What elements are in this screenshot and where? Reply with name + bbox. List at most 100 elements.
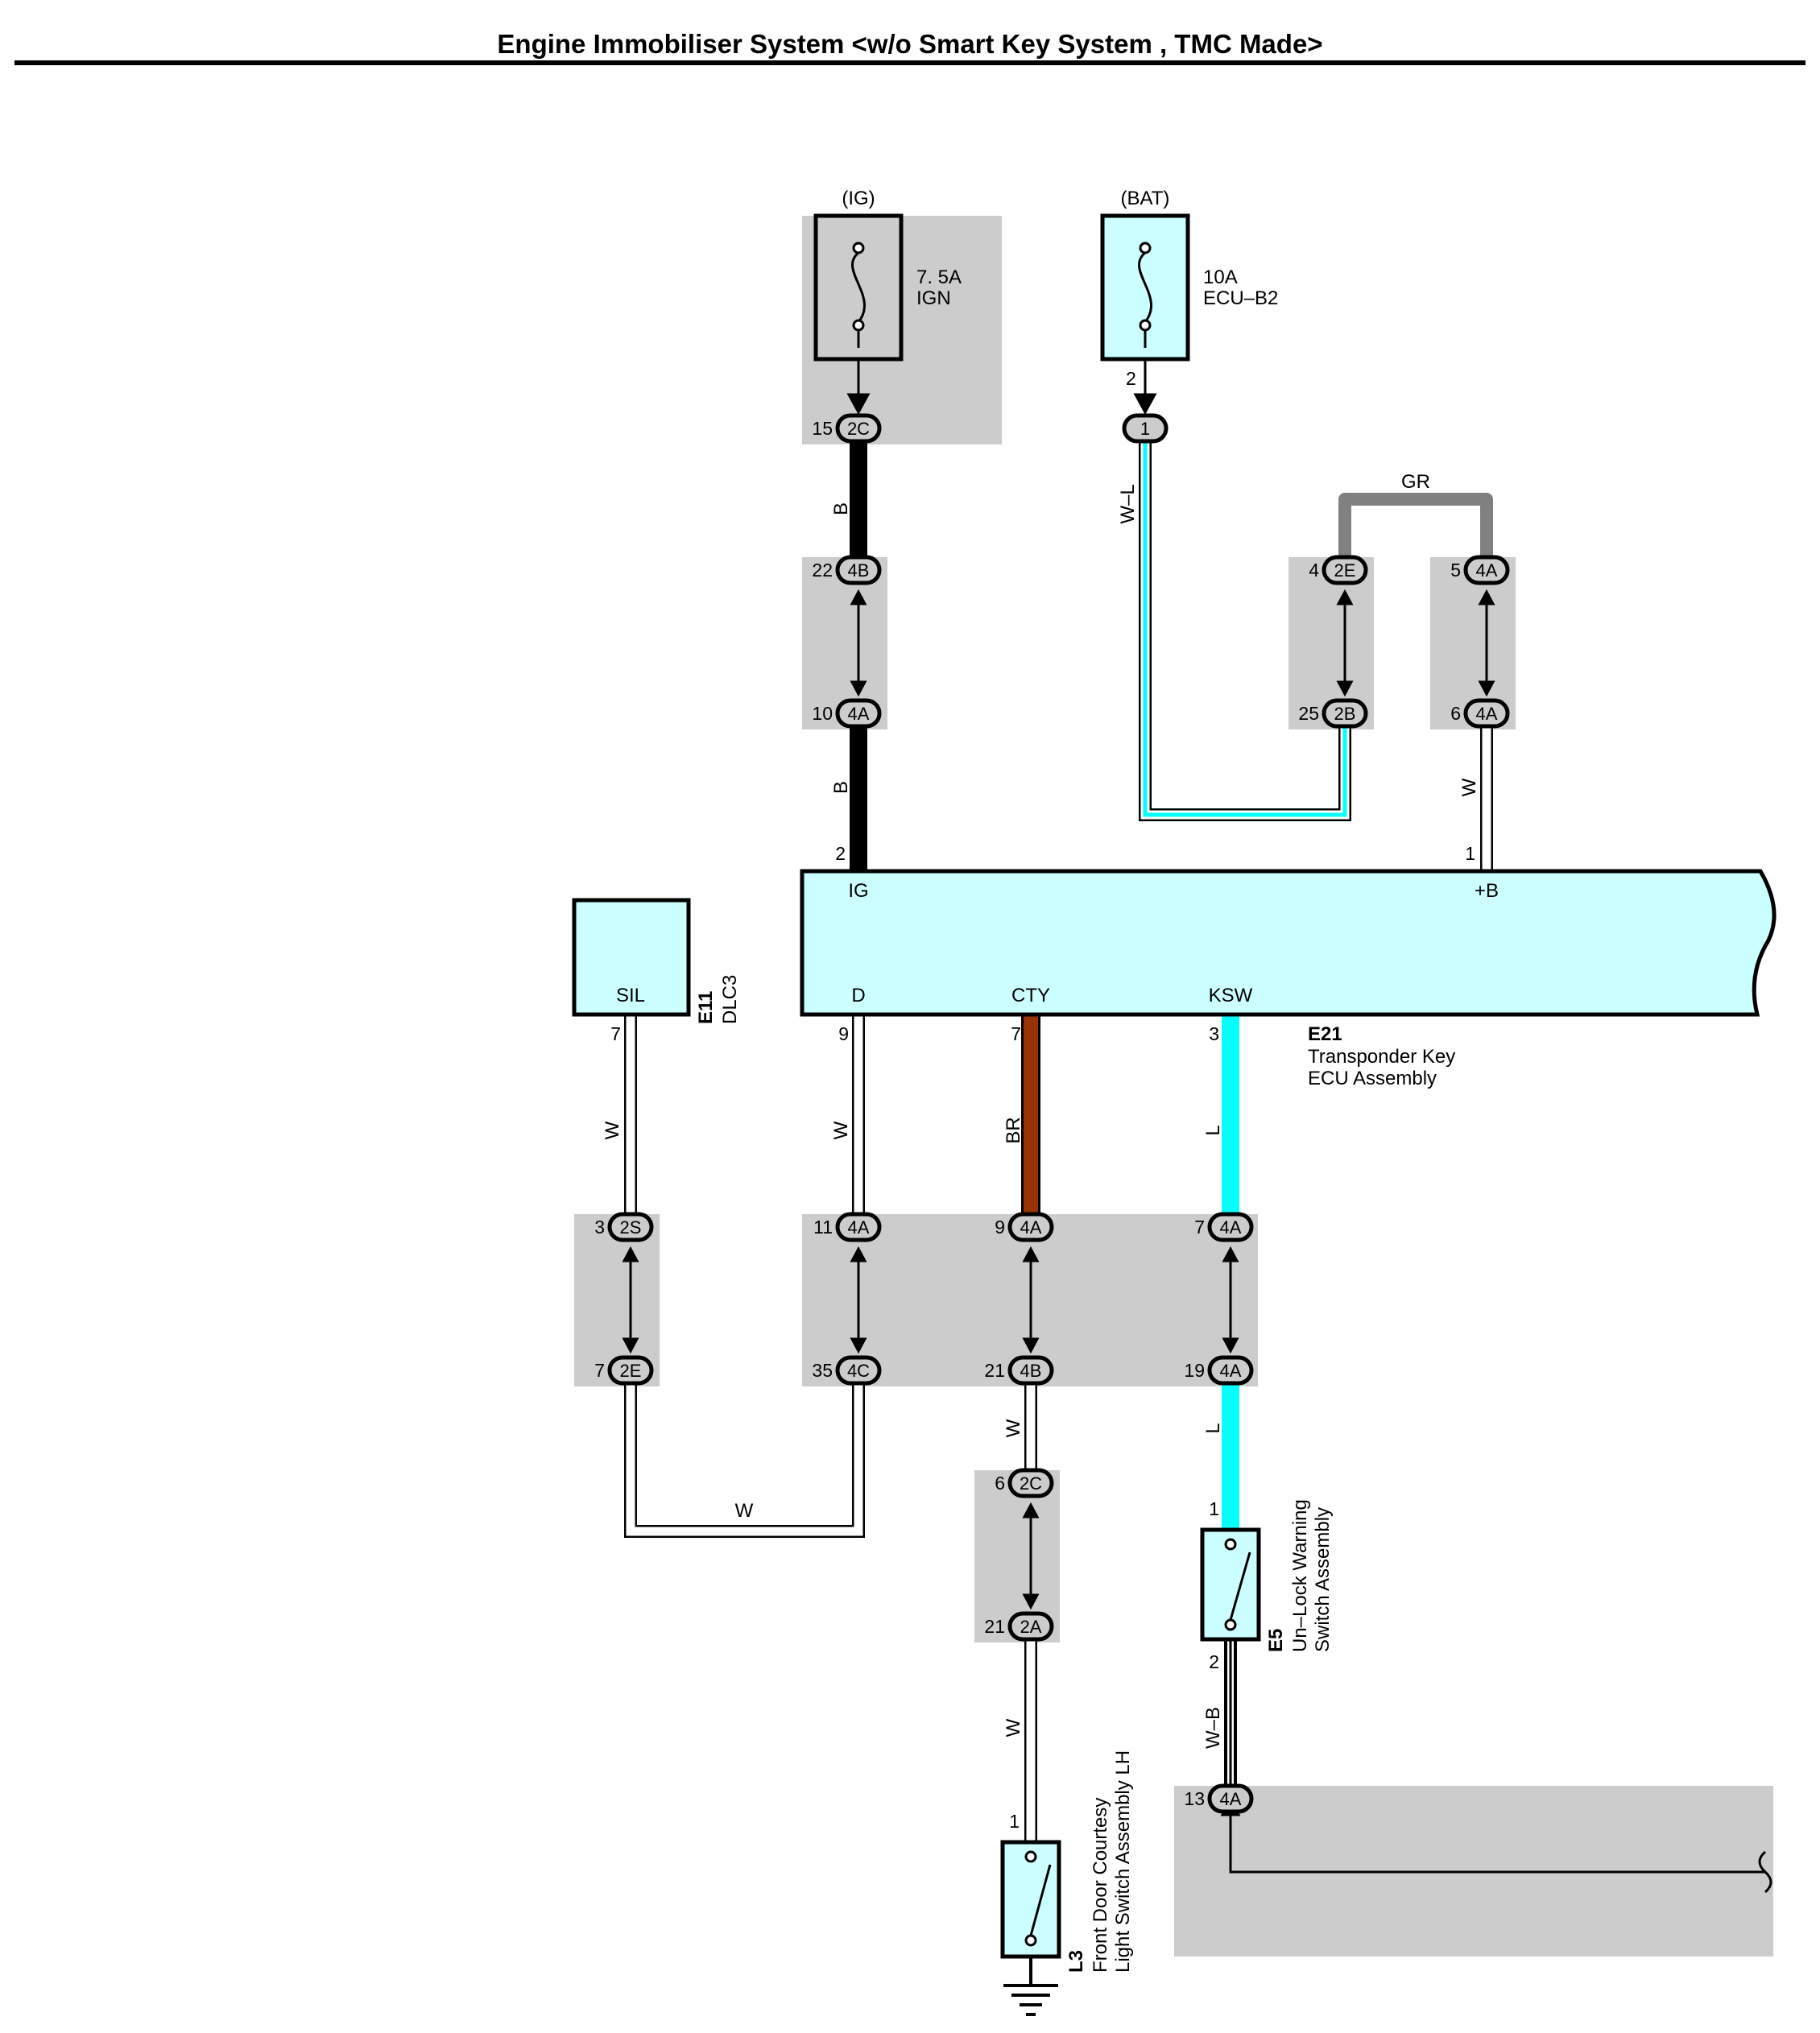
connector-oval bbox=[1463, 698, 1510, 729]
dlc3-box bbox=[572, 898, 691, 1017]
page-title: Engine Immobiliser System <w/o Smart Key… bbox=[497, 29, 1322, 59]
connector-oval bbox=[1207, 1212, 1254, 1242]
ecu-terminal-cty: CTY bbox=[1011, 985, 1050, 1006]
fuse-ign-source: (IG) bbox=[842, 188, 875, 209]
connector-pin: 9 bbox=[995, 1217, 1005, 1238]
connector-c-4a-9: 4A9 bbox=[995, 1212, 1054, 1242]
junction-block-backgrounds bbox=[574, 216, 1773, 1957]
connector-c-1: 1 bbox=[1122, 413, 1169, 444]
connector-code: 4A bbox=[1476, 560, 1498, 581]
fuse-ecub2-name: ECU–B2 bbox=[1203, 287, 1278, 309]
dlc3-code: E11 bbox=[695, 991, 717, 1024]
wire-label-b-lower: B bbox=[830, 781, 852, 794]
connector-oval bbox=[1007, 1355, 1054, 1386]
connector-pin: 7 bbox=[594, 1360, 605, 1381]
connector-pin: 19 bbox=[1184, 1360, 1205, 1381]
unlock-switch-pin-top: 1 bbox=[1209, 1498, 1219, 1519]
ecu-code: E21 bbox=[1308, 1023, 1342, 1045]
wire-label-l-upper: L bbox=[1202, 1125, 1224, 1135]
ecu-name-line1: Transponder Key bbox=[1308, 1046, 1455, 1068]
connector-c-4a-7: 4A7 bbox=[1194, 1212, 1254, 1242]
connector-pin: 11 bbox=[813, 1217, 833, 1238]
connector-pin: 15 bbox=[812, 418, 833, 439]
connector-c-2e-7: 2E 7 bbox=[594, 1355, 654, 1386]
connector-code: 4A bbox=[1220, 1789, 1242, 1809]
wire-label-wb: W–B bbox=[1202, 1707, 1224, 1749]
connector-pin: 21 bbox=[984, 1616, 1005, 1637]
double-arrow-4a-4c bbox=[850, 1246, 867, 1354]
connector-code: 4A bbox=[1476, 704, 1498, 724]
connector-code: 4A bbox=[848, 704, 870, 724]
wire-label-l-lower: L bbox=[1202, 1423, 1224, 1433]
connector-c-2e-4: 2E 4 bbox=[1309, 555, 1368, 585]
connector-oval bbox=[835, 1355, 882, 1386]
fuse-ecub2-pin: 2 bbox=[1126, 368, 1136, 389]
door-switch-symbol bbox=[1024, 1850, 1052, 1947]
dlc3-name: DLC3 bbox=[719, 975, 741, 1024]
ecu-terminal-d: D bbox=[851, 985, 865, 1006]
double-arrow-4a-4a bbox=[1478, 589, 1495, 697]
ecu-terminal-ksw: KSW bbox=[1209, 985, 1253, 1006]
connector-pin: 3 bbox=[594, 1217, 605, 1238]
connector-oval bbox=[1207, 1783, 1254, 1814]
wire-label-b-upper: B bbox=[830, 502, 852, 515]
wire-gr bbox=[1338, 493, 1493, 557]
connector-code: 2B bbox=[1334, 704, 1356, 724]
connector-c-2a-21: 2A 21 bbox=[984, 1611, 1054, 1642]
ecu-pin-ksw: 3 bbox=[1209, 1023, 1219, 1044]
wire-label-w-b: W bbox=[1458, 778, 1480, 796]
ecu-pin-ig: 2 bbox=[835, 843, 846, 864]
wire-label-w-cty: W bbox=[1003, 1419, 1024, 1437]
connector-pin: 10 bbox=[812, 703, 833, 724]
connector-code: 4A bbox=[848, 1217, 870, 1238]
ecu-name-line2: ECU Assembly bbox=[1308, 1068, 1437, 1089]
door-switch-name-line2: Light Switch Assembly LH bbox=[1112, 1750, 1134, 1973]
connector-oval bbox=[835, 698, 882, 729]
fuse-ecub2-source: (BAT) bbox=[1121, 188, 1170, 209]
break-mark-bottom bbox=[1758, 1850, 1772, 1894]
connector-oval bbox=[835, 555, 882, 585]
wire-label-w-loop: W bbox=[735, 1500, 754, 1522]
connector-pin: 22 bbox=[812, 560, 833, 581]
ecu-pin-cty: 7 bbox=[1011, 1023, 1021, 1044]
connector-c-4a-11: 4A 11 bbox=[813, 1212, 882, 1242]
wire-label-w-sil: W bbox=[602, 1121, 623, 1139]
ecu-body bbox=[800, 869, 1777, 1017]
door-switch-name-line1: Front Door Courtesy bbox=[1090, 1798, 1111, 1973]
dlc3-pin: 7 bbox=[610, 1023, 621, 1044]
connector-code: 2S bbox=[620, 1217, 642, 1238]
double-arrow-2c-2a bbox=[1022, 1502, 1040, 1610]
unlock-switch-name-line2: Switch Assembly bbox=[1312, 1507, 1334, 1652]
unlock-switch-code: E5 bbox=[1265, 1629, 1287, 1652]
connector-oval bbox=[1322, 698, 1368, 729]
connector-oval bbox=[1007, 1468, 1054, 1498]
connector-c-2s-3: 2S 3 bbox=[594, 1212, 654, 1242]
unlock-switch-symbol bbox=[1224, 1538, 1251, 1631]
connector-code: 2E bbox=[1334, 560, 1356, 581]
double-arrow-4a-4b bbox=[1022, 1246, 1040, 1354]
connector-code: 1 bbox=[1140, 419, 1150, 439]
connector-oval bbox=[1122, 413, 1169, 444]
wire-label-gr: GR bbox=[1401, 471, 1430, 493]
fuse-ecub2-rating: 10A bbox=[1203, 267, 1238, 288]
wire-label-w-door: W bbox=[1003, 1718, 1024, 1737]
connector-pin: 6 bbox=[995, 1473, 1005, 1494]
connector-oval bbox=[607, 1355, 654, 1386]
connector-oval bbox=[1007, 1212, 1054, 1242]
connector-code: 2A bbox=[1020, 1617, 1042, 1637]
connector-code: 2E bbox=[620, 1361, 642, 1381]
ecu-terminal-ig: IG bbox=[848, 880, 868, 902]
connector-pin: 7 bbox=[1194, 1217, 1205, 1238]
connector-oval bbox=[1207, 1355, 1254, 1386]
connector-c-4a-6: 4A6 bbox=[1450, 698, 1510, 729]
connector-pin: 4 bbox=[1309, 560, 1319, 581]
double-arrow-4a-4a-ksw bbox=[1222, 1246, 1239, 1354]
connector-oval bbox=[1007, 1611, 1054, 1642]
